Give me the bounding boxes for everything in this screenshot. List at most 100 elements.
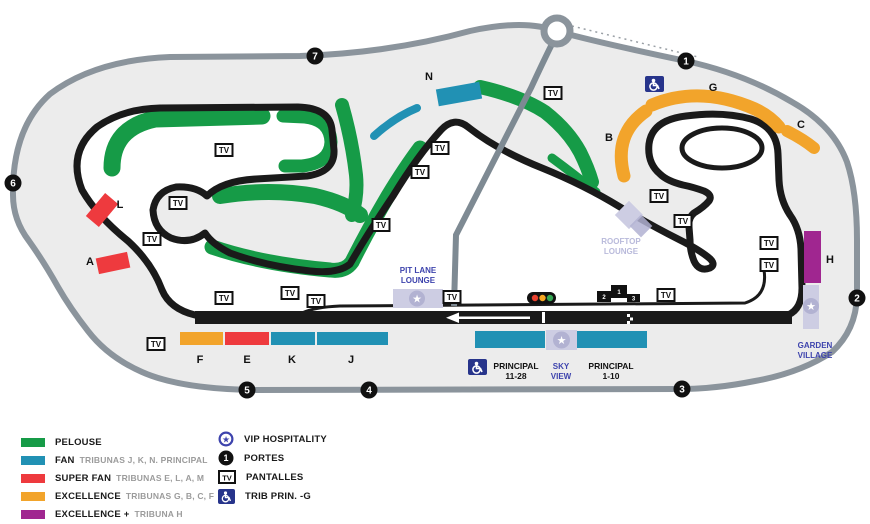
- vip-venues: ★ ★ ★: [393, 200, 819, 350]
- tv-icon: TV: [759, 258, 779, 272]
- legend-category-name: FAN: [55, 454, 75, 466]
- legend: PELOUSE FAN TRIBUNAS J, K, N. PRINCIPAL …: [0, 428, 870, 524]
- svg-text:4: 4: [366, 386, 372, 397]
- tv-icon: TV: [214, 143, 234, 157]
- legend-row-fan: FAN TRIBUNAS J, K, N. PRINCIPAL: [21, 452, 208, 468]
- tribune-F[interactable]: [180, 332, 223, 345]
- svg-text:TV: TV: [678, 217, 689, 226]
- gate-2[interactable]: 2: [848, 289, 866, 307]
- tribune-L[interactable]: [85, 193, 119, 227]
- label-K: K: [288, 354, 296, 366]
- tribune-H[interactable]: [804, 231, 821, 283]
- gate-1[interactable]: 1: [677, 52, 695, 70]
- gate-7[interactable]: 7: [306, 47, 324, 65]
- excellence-plus-swatch: [21, 509, 45, 519]
- legend-row-pelouse: PELOUSE: [21, 434, 107, 450]
- svg-text:TV: TV: [376, 221, 387, 230]
- fan-swatch: [21, 455, 45, 465]
- svg-text:1: 1: [683, 57, 689, 68]
- legend-symbol-label: TRIB PRIN. -G: [245, 490, 311, 502]
- access-road: [451, 42, 555, 307]
- svg-text:TV: TV: [415, 168, 426, 177]
- tv-icon: TV: [371, 218, 391, 232]
- hairpin-inner-ring: [679, 125, 765, 171]
- tv-icon: TV: [142, 232, 162, 246]
- tribune-J[interactable]: [317, 332, 388, 345]
- legend-category-detail: TRIBUNA H: [134, 509, 183, 519]
- label-H: H: [826, 254, 834, 266]
- svg-text:TV: TV: [661, 291, 672, 300]
- vip-star-icon: ★: [218, 431, 234, 447]
- svg-text:TV: TV: [311, 297, 322, 306]
- principal-1-10-label: PRINCIPAL: [588, 361, 633, 371]
- svg-text:1-10: 1-10: [602, 371, 619, 381]
- start-finish-line: [627, 314, 633, 324]
- tribune-principal-right[interactable]: [577, 331, 647, 348]
- legend-category-detail: TRIBUNAS E, L, A, M: [116, 473, 205, 483]
- svg-text:TV: TV: [147, 235, 158, 244]
- label-F: F: [197, 354, 204, 366]
- svg-text:2: 2: [602, 295, 606, 301]
- principal-11-28-label: PRINCIPAL: [493, 361, 538, 371]
- venue-labels: PIT LANE LOUNGE ROOFTOP LOUNGE SKY VIEW …: [400, 237, 833, 381]
- legend-category-name: EXCELLENCE +: [55, 508, 130, 520]
- svg-text:3: 3: [679, 385, 685, 396]
- tribune-G[interactable]: [645, 89, 786, 134]
- tribune-principal-left[interactable]: [475, 331, 545, 348]
- gate-3[interactable]: 3: [673, 380, 691, 398]
- svg-text:★: ★: [412, 294, 422, 306]
- label-E: E: [243, 354, 250, 366]
- tribune-B[interactable]: [614, 104, 653, 183]
- sky-view-label: SKY: [553, 362, 570, 371]
- tv-icon: TV: [214, 291, 234, 305]
- legend-category-detail: TRIBUNAS G, B, C, F: [125, 491, 215, 501]
- tv-icon: TV: [410, 165, 430, 179]
- gate-6[interactable]: 6: [4, 174, 22, 192]
- legend-row-pantalles: TV PANTALLES: [218, 469, 303, 485]
- svg-text:TV: TV: [764, 261, 775, 270]
- svg-text:TV: TV: [435, 144, 446, 153]
- legend-category-detail: TRIBUNAS J, K, N. PRINCIPAL: [79, 455, 208, 465]
- tribune-E[interactable]: [225, 332, 269, 345]
- label-B: B: [605, 132, 613, 144]
- pelouse-left-band: [103, 107, 271, 177]
- tribune-N[interactable]: [370, 81, 483, 140]
- vip-star-icon: ★: [553, 331, 570, 349]
- tv-icon: TV: [759, 236, 779, 250]
- tribune-K[interactable]: [271, 332, 315, 345]
- legend-category-name: PELOUSE: [55, 436, 102, 448]
- gate-5[interactable]: 5: [238, 381, 256, 399]
- svg-text:3: 3: [632, 297, 636, 303]
- garden-village-label: GARDEN: [798, 341, 833, 350]
- label-G: G: [709, 82, 718, 94]
- svg-text:VILLAGE: VILLAGE: [798, 351, 833, 360]
- pelouse-swatch: [21, 437, 45, 447]
- tv-icon: TV: [168, 196, 188, 210]
- pit-lane: [301, 269, 767, 315]
- svg-text:TV: TV: [219, 146, 230, 155]
- pelouse-north-band: [473, 80, 599, 189]
- svg-text:TV: TV: [219, 294, 230, 303]
- dashed-access-line: [571, 25, 699, 58]
- legend-row-excellence: EXCELLENCE TRIBUNAS G, B, C, F: [21, 488, 214, 504]
- gate-4[interactable]: 4: [360, 381, 378, 399]
- rooftop-lounge-label: ROOFTOP: [601, 237, 641, 246]
- tribune-C[interactable]: [781, 125, 820, 154]
- svg-text:TV: TV: [447, 293, 458, 302]
- circuit-map: ★ ★ ★ 2 1 3: [4, 14, 866, 399]
- svg-text:TV: TV: [764, 239, 775, 248]
- tribune-A[interactable]: [95, 251, 131, 275]
- legend-row-portes: 1 PORTES: [218, 450, 284, 466]
- label-N: N: [425, 71, 433, 83]
- svg-text:★: ★: [557, 335, 567, 347]
- legend-symbol-label: VIP HOSPITALITY: [244, 433, 327, 445]
- svg-text:7: 7: [312, 52, 318, 63]
- pelouse-vertical-band: [335, 98, 364, 222]
- tv-icon: TV: [543, 86, 563, 100]
- roundabout: [540, 14, 574, 48]
- legend-row-super-fan: SUPER FAN TRIBUNAS E, L, A, M: [21, 470, 204, 486]
- svg-text:TV: TV: [151, 340, 162, 349]
- tv-icon: TV: [218, 470, 236, 484]
- legend-row-excellence-plus: EXCELLENCE + TRIBUNA H: [21, 506, 183, 522]
- svg-text:2: 2: [854, 294, 860, 305]
